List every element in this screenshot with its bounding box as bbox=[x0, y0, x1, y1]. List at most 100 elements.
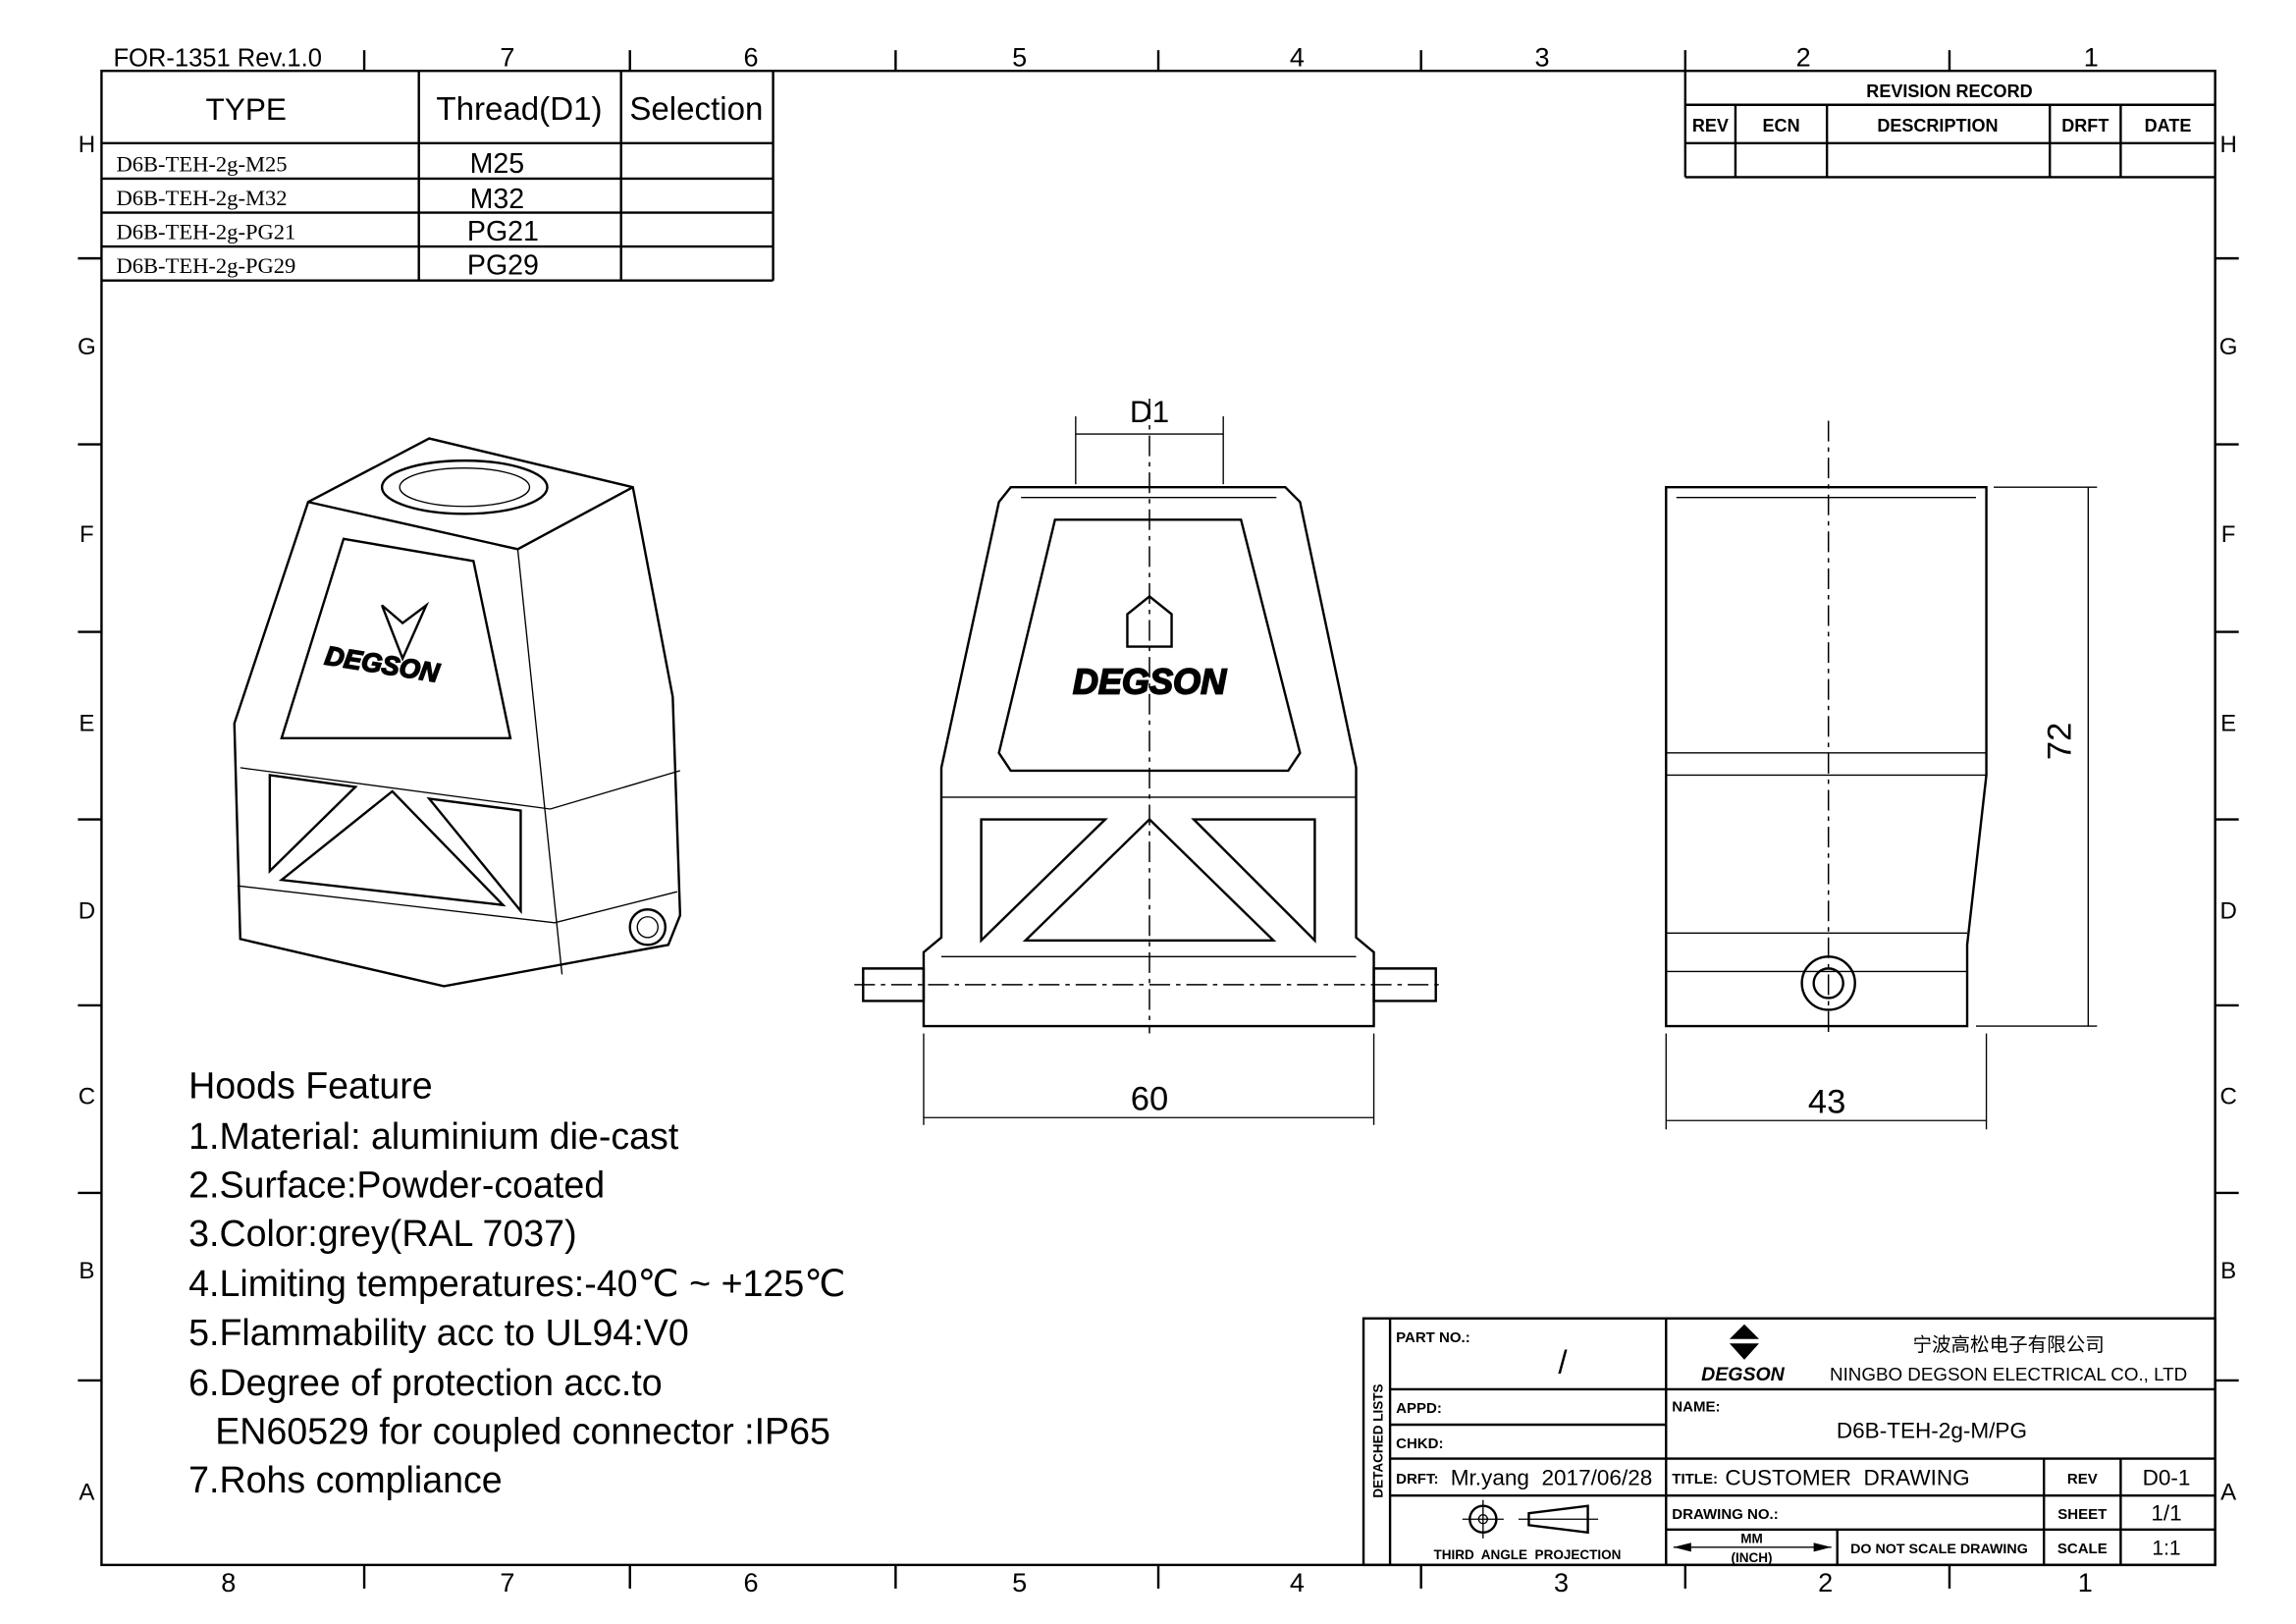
zone-label: H bbox=[2219, 132, 2236, 158]
part-no-value: / bbox=[1558, 1344, 1568, 1380]
zone-label: 1 bbox=[2084, 43, 2099, 73]
zone-label: 8 bbox=[221, 1568, 236, 1597]
rev-value: D0-1 bbox=[2143, 1466, 2191, 1490]
type-table-header-selection: Selection bbox=[629, 91, 763, 128]
thread-cell: PG29 bbox=[467, 250, 539, 282]
detached-lists-label: DETACHED LISTS bbox=[1371, 1383, 1386, 1497]
form-id: FOR-1351 Rev.1.0 bbox=[113, 45, 322, 73]
type-table: TYPE Thread(D1) Selection D6B-TEH-2g-M25… bbox=[101, 71, 774, 282]
isometric-view: DEGSON bbox=[233, 437, 682, 988]
revision-header-rev: REV bbox=[1692, 116, 1729, 135]
scale-value: 1:1 bbox=[2152, 1537, 2180, 1559]
hoods-features: Hoods Feature 1.Material: aluminium die-… bbox=[188, 1065, 845, 1500]
feature-item: 2.Surface:Powder-coated bbox=[188, 1164, 605, 1205]
zone-label: D bbox=[79, 897, 95, 924]
scale-label: SCALE bbox=[2057, 1541, 2108, 1557]
title-block: DETACHED LISTS PART NO.: / APPD: CHKD: D… bbox=[1362, 1317, 2216, 1567]
zone-label: B bbox=[2220, 1258, 2236, 1284]
zone-label: 4 bbox=[1290, 1568, 1305, 1597]
type-table-header-type: TYPE bbox=[206, 91, 287, 127]
dimension-d1: D1 bbox=[1075, 394, 1224, 485]
zone-labels-right: H G F E D C B A bbox=[2219, 132, 2238, 1506]
third-angle-projection-icon bbox=[1462, 1499, 1599, 1539]
units-arrow-icon bbox=[1673, 1543, 1832, 1552]
zone-label: 2 bbox=[1796, 43, 1811, 73]
side-view: 43 72 bbox=[1665, 420, 2098, 1130]
revision-header-date: DATE bbox=[2145, 116, 2192, 135]
projection-label: THIRD ANGLE PROJECTION bbox=[1433, 1547, 1621, 1562]
zone-label: E bbox=[2220, 710, 2236, 736]
drft-label: DRFT: bbox=[1396, 1471, 1438, 1488]
type-cell: D6B-TEH-2g-M32 bbox=[116, 186, 287, 210]
zone-label: 6 bbox=[743, 1568, 758, 1597]
revision-header-ecn: ECN bbox=[1763, 116, 1800, 135]
zone-labels-bottom: 8 7 6 5 4 3 2 1 bbox=[221, 1568, 2093, 1597]
company-name-en: NINGBO DEGSON ELECTRICAL CO., LTD bbox=[1830, 1364, 2187, 1384]
zone-label: 5 bbox=[1012, 1568, 1027, 1597]
feature-item: 4.Limiting temperatures:-40℃ ~ +125℃ bbox=[188, 1263, 845, 1304]
name-value: D6B-TEH-2g-M/PG bbox=[1837, 1419, 2027, 1443]
appd-label: APPD: bbox=[1396, 1400, 1442, 1417]
front-view: DEGSON D1 60 bbox=[854, 394, 1445, 1125]
rev-label: REV bbox=[2067, 1471, 2098, 1488]
feature-item: 6.Degree of protection acc.to bbox=[188, 1362, 663, 1403]
part-no-label: PART NO.: bbox=[1396, 1329, 1470, 1346]
dimension-depth: 43 bbox=[1665, 1033, 1988, 1130]
title-value: CUSTOMER DRAWING bbox=[1725, 1466, 1969, 1490]
brand-logo-iso: DEGSON bbox=[323, 641, 442, 688]
zone-labels-left: H G F E D C B A bbox=[78, 132, 96, 1506]
zone-label: A bbox=[79, 1480, 94, 1506]
zone-label: 3 bbox=[1554, 1568, 1569, 1597]
drawing-no-label: DRAWING NO.: bbox=[1672, 1506, 1778, 1523]
company-logo-text: DEGSON bbox=[1701, 1364, 1786, 1385]
thread-cell: M25 bbox=[470, 148, 525, 180]
units-mm: MM bbox=[1740, 1531, 1763, 1545]
name-label: NAME: bbox=[1672, 1398, 1720, 1415]
zone-labels-top: 7 6 5 4 3 2 1 bbox=[500, 43, 2098, 73]
revision-record-table: REVISION RECORD REV ECN DESCRIPTION DRFT… bbox=[1683, 71, 2216, 179]
type-cell: D6B-TEH-2g-M25 bbox=[116, 151, 287, 176]
company-logo: DEGSON bbox=[1701, 1324, 1786, 1385]
zone-label: F bbox=[80, 521, 94, 548]
sheet-value: 1/1 bbox=[2151, 1501, 2181, 1526]
feature-item: 3.Color:grey(RAL 7037) bbox=[188, 1213, 576, 1254]
zone-label: 7 bbox=[500, 43, 514, 73]
zone-label: E bbox=[79, 710, 94, 736]
zone-label: 1 bbox=[2078, 1568, 2093, 1597]
zone-label: B bbox=[79, 1258, 94, 1284]
dimension-d1-label: D1 bbox=[1130, 394, 1169, 429]
zone-label: 5 bbox=[1012, 43, 1027, 73]
feature-item: 1.Material: aluminium die-cast bbox=[188, 1115, 679, 1157]
thread-cell: PG21 bbox=[467, 216, 539, 247]
zone-label: F bbox=[2221, 521, 2236, 548]
company-name-cn: 宁波高松电子有限公司 bbox=[1912, 1334, 2104, 1356]
chkd-label: CHKD: bbox=[1396, 1435, 1443, 1452]
zone-label: 6 bbox=[743, 43, 758, 73]
zone-label: A bbox=[2220, 1480, 2236, 1506]
dimension-height-label: 72 bbox=[2041, 723, 2078, 760]
title-label: TITLE: bbox=[1672, 1471, 1718, 1488]
feature-item: 7.Rohs compliance bbox=[188, 1459, 503, 1500]
zone-label: C bbox=[2219, 1084, 2236, 1110]
zone-label: G bbox=[2219, 334, 2238, 360]
feature-item: EN60529 for coupled connector :IP65 bbox=[215, 1411, 830, 1452]
features-title: Hoods Feature bbox=[188, 1065, 433, 1107]
zone-ticks bbox=[78, 50, 2239, 1589]
dimension-width: 60 bbox=[923, 1033, 1375, 1125]
zone-label: 7 bbox=[500, 1568, 514, 1597]
thread-cell: M32 bbox=[470, 184, 525, 215]
revision-header-description: DESCRIPTION bbox=[1877, 116, 1998, 135]
dimension-width-label: 60 bbox=[1131, 1081, 1168, 1118]
zone-label: H bbox=[79, 132, 95, 158]
revision-record-title: REVISION RECORD bbox=[1866, 81, 2032, 101]
type-table-header-thread: Thread(D1) bbox=[436, 91, 602, 128]
sheet-label: SHEET bbox=[2057, 1506, 2108, 1523]
type-cell: D6B-TEH-2g-PG21 bbox=[116, 220, 295, 244]
zone-label: 4 bbox=[1290, 43, 1305, 73]
zone-label: C bbox=[79, 1084, 95, 1110]
type-cell: D6B-TEH-2g-PG29 bbox=[116, 253, 295, 278]
zone-label: 3 bbox=[1534, 43, 1549, 73]
drft-value: Mr.yang 2017/06/28 bbox=[1451, 1466, 1653, 1490]
zone-label: G bbox=[78, 334, 96, 360]
